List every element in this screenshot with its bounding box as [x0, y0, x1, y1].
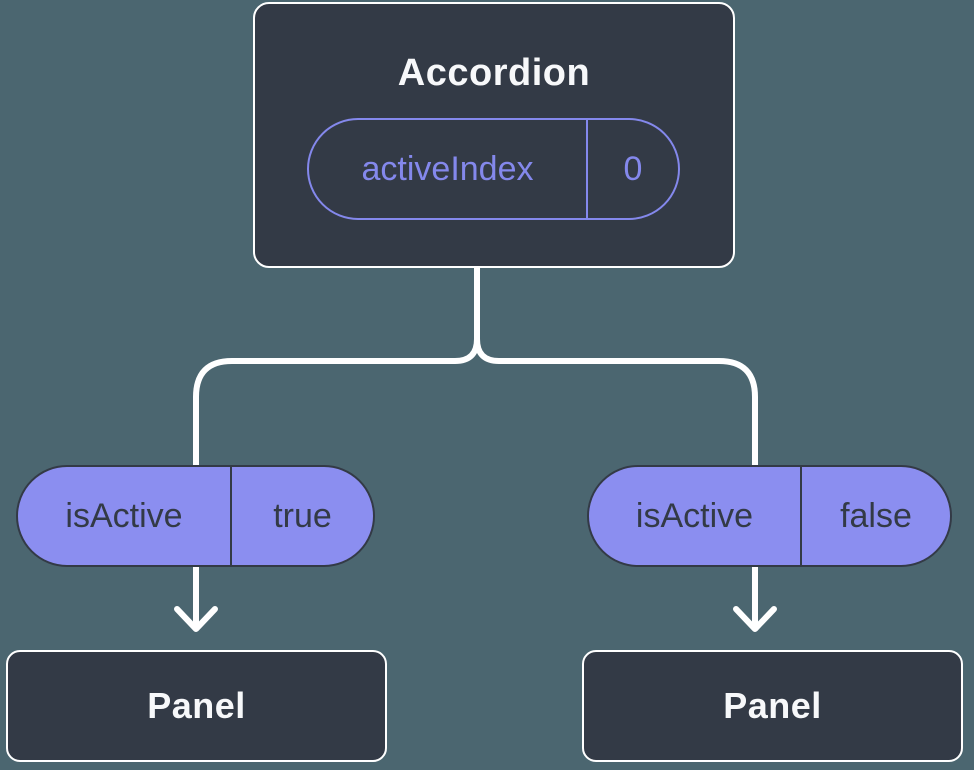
panel-node-right: Panel [582, 650, 963, 762]
branch-right-line [474, 266, 758, 468]
prop-pill-key: isActive [589, 467, 802, 565]
state-pill-key: activeIndex [309, 120, 588, 218]
prop-pill-key: isActive [18, 467, 232, 565]
prop-pill-right: isActive false [587, 465, 952, 567]
prop-pill-left: isActive true [16, 465, 375, 567]
accordion-node-title: Accordion [397, 52, 591, 94]
arrow-left-head-icon [174, 606, 218, 632]
panel-node-left: Panel [6, 650, 387, 762]
prop-pill-value: false [840, 496, 912, 535]
prop-pill-value: true [273, 496, 332, 535]
panel-node-label: Panel [723, 685, 822, 726]
arrow-right-head-icon [733, 606, 777, 632]
accordion-state-pill: activeIndex 0 [307, 118, 680, 220]
accordion-node: Accordion activeIndex 0 [253, 2, 735, 268]
state-pill-value: 0 [623, 149, 643, 188]
panel-node-label: Panel [147, 685, 246, 726]
branch-left-line [193, 266, 480, 468]
